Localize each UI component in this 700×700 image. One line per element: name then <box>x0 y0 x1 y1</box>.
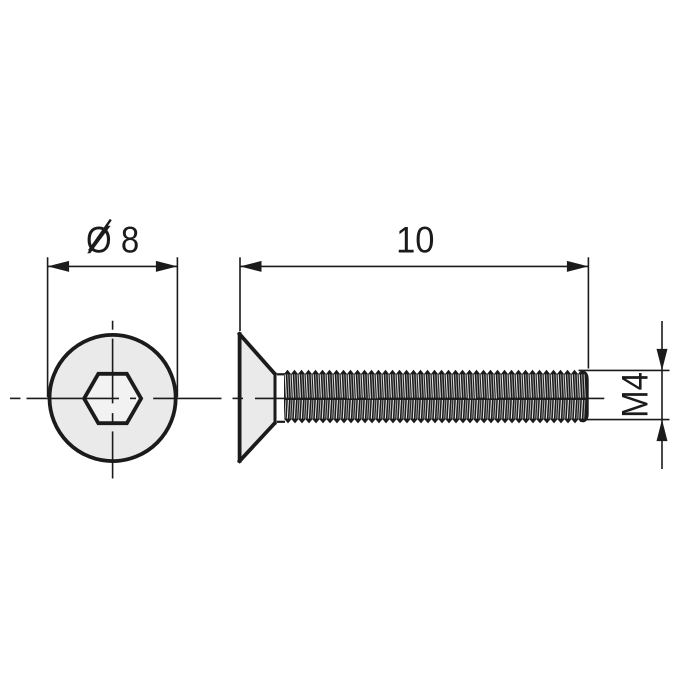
svg-text:Ø 8: Ø 8 <box>86 219 139 260</box>
svg-text:10: 10 <box>396 218 434 261</box>
svg-text:M4: M4 <box>614 372 655 418</box>
